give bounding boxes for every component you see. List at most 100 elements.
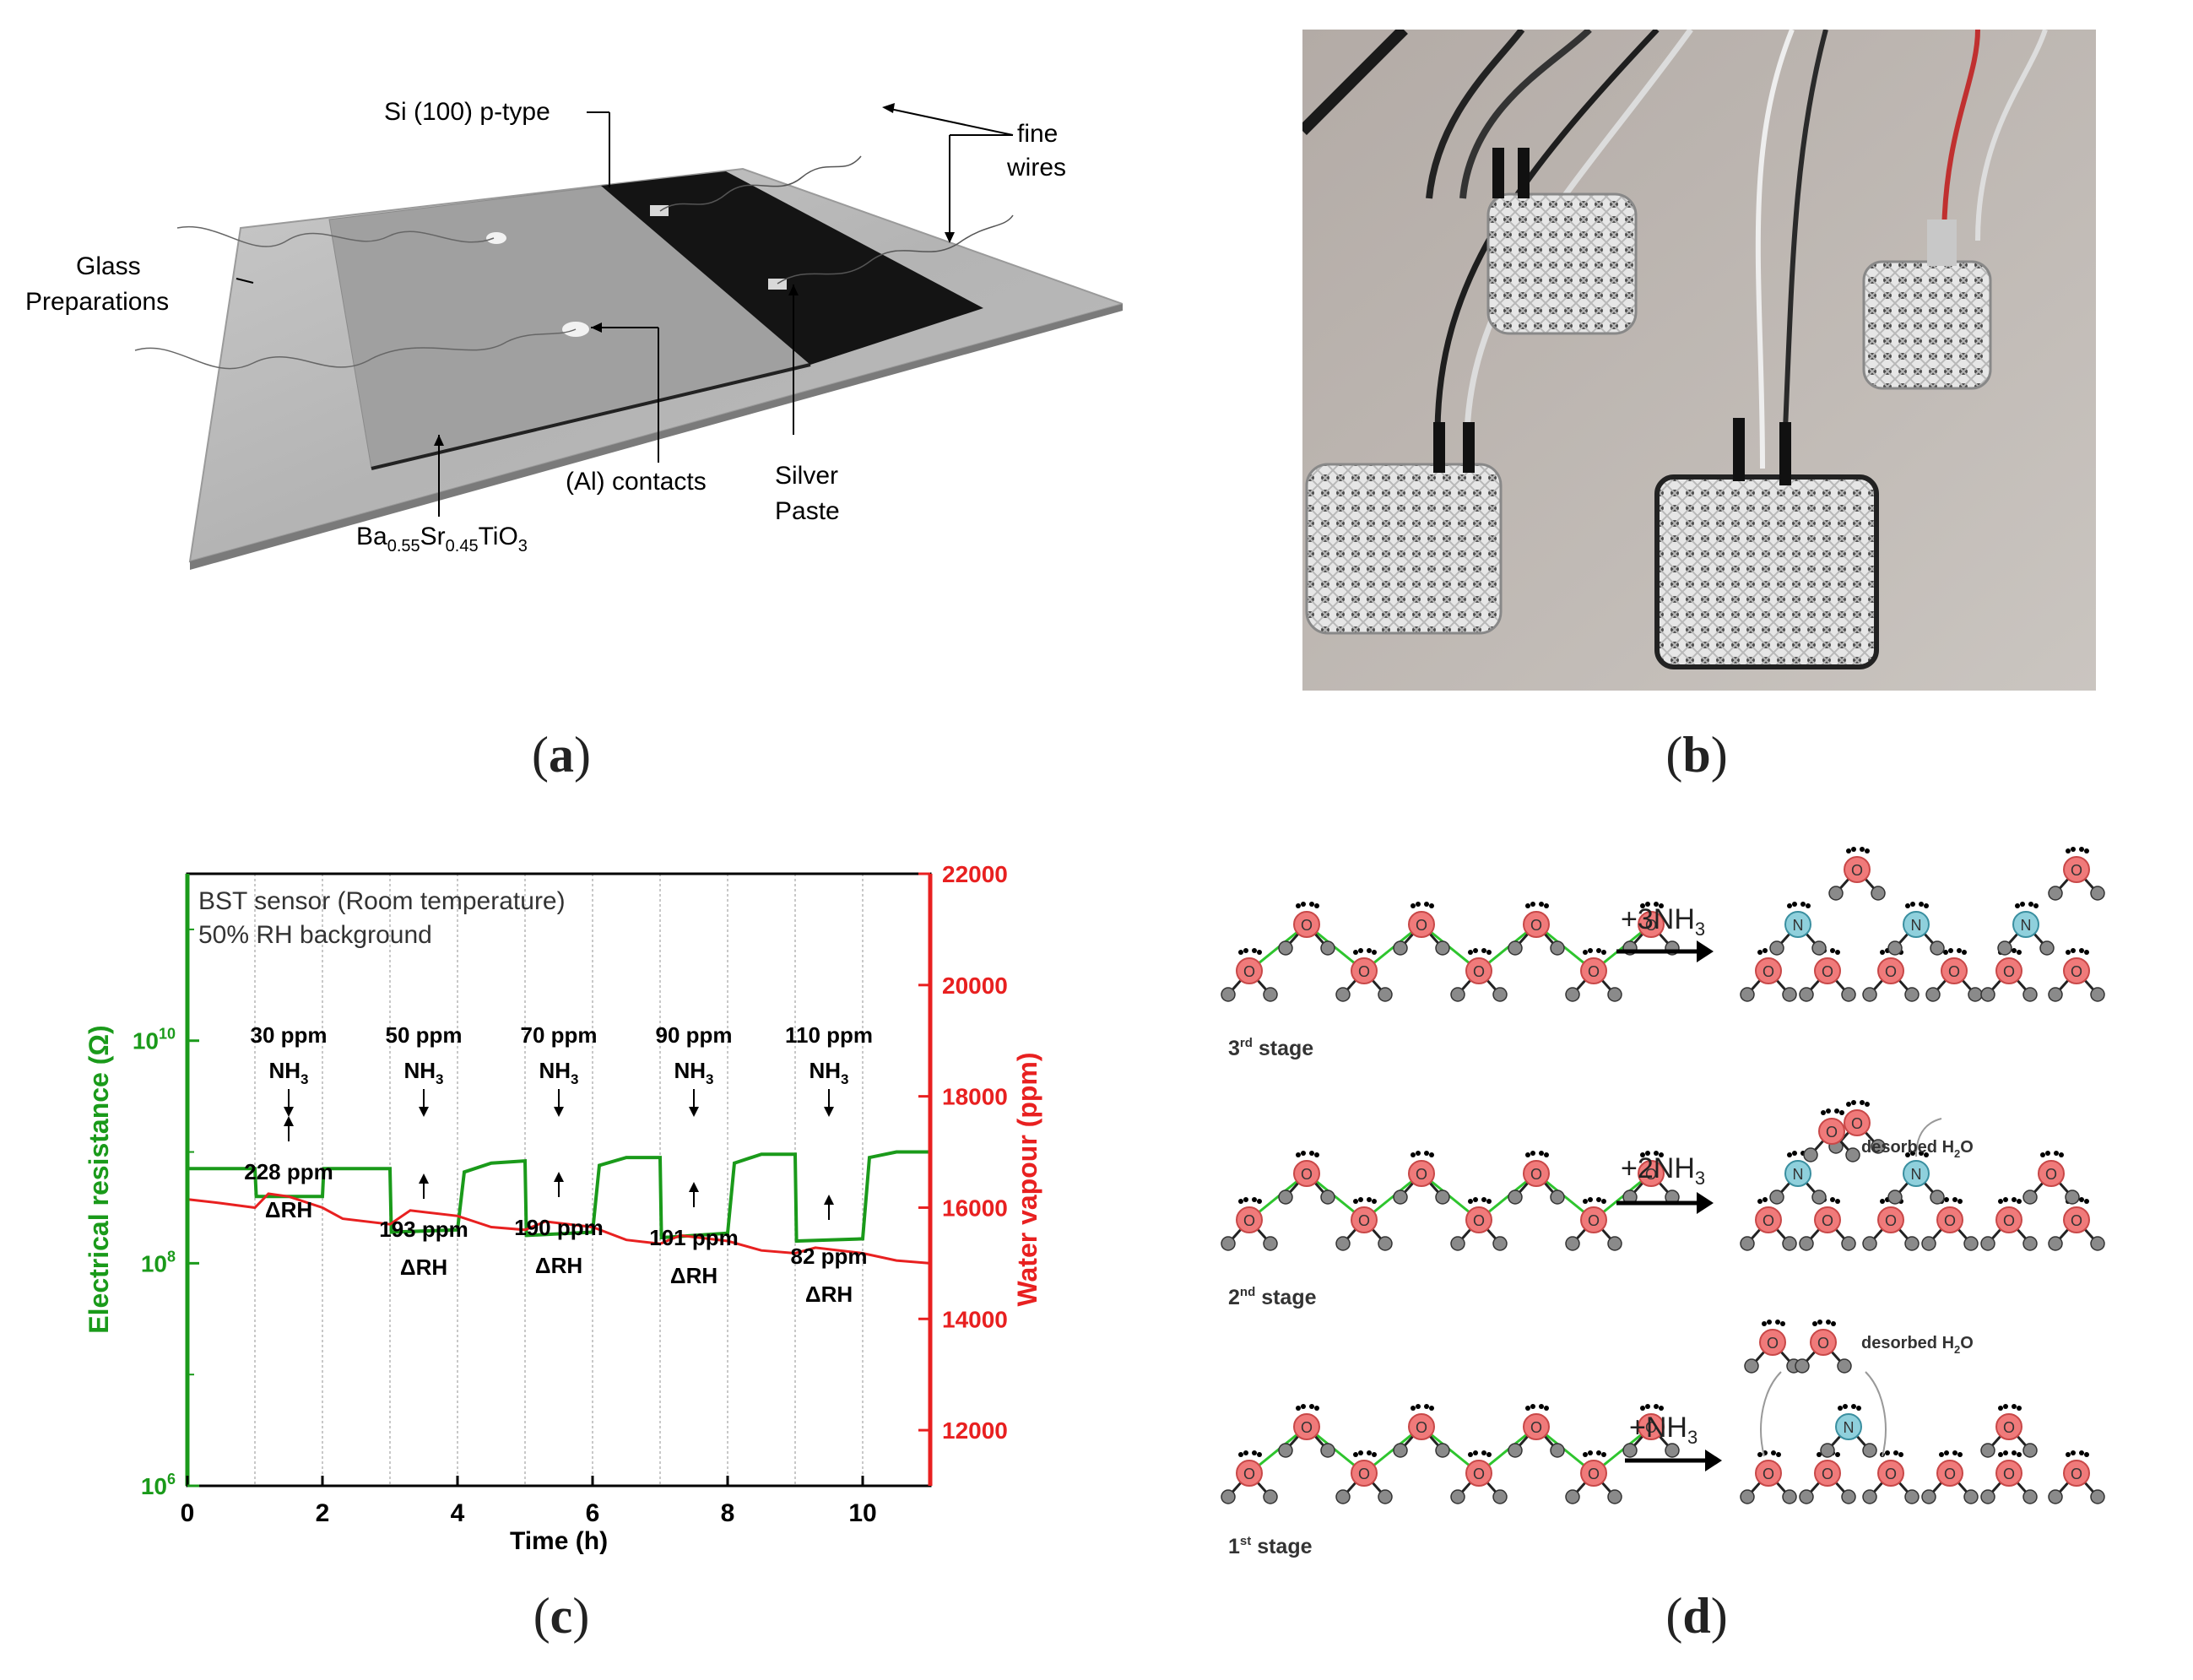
lone-pair-dot: [1429, 903, 1434, 908]
x-axis-label: Time (h): [510, 1527, 608, 1555]
lone-pair-dot: [1372, 1452, 1377, 1457]
lone-pair-dot: [1645, 1404, 1650, 1409]
lone-pair-dot: [1424, 1404, 1429, 1409]
hydrogen-atom: [1904, 1489, 1920, 1504]
hydrogen-atom: [1803, 1147, 1818, 1162]
lone-pair-dot: [1839, 1110, 1844, 1115]
arrow-head: [788, 285, 799, 295]
water-molecule: [1351, 1206, 1378, 1233]
hydrogen-atom: [1278, 940, 1293, 956]
nh3-arrow-head: [284, 1107, 294, 1117]
lone-pair-dot: [1353, 1199, 1358, 1204]
lone-pair-dot: [1544, 1152, 1549, 1157]
water-molecule: [1351, 1460, 1378, 1487]
lone-pair-dot: [1826, 1108, 1831, 1114]
hydrogen-atom: [2048, 886, 2063, 901]
lone-pair-dot: [1525, 903, 1530, 908]
desorbed-water-molecule: [1810, 1329, 1837, 1356]
lone-pair-dot: [2059, 1152, 2064, 1157]
lone-pair-dot: [2017, 1199, 2022, 1204]
water-molecule: [2063, 1206, 2090, 1233]
rh-delta-label: ΔRH: [535, 1253, 582, 1278]
lone-pair-dot: [1525, 1152, 1530, 1157]
hydrogen-atom: [1820, 1443, 1835, 1458]
water-molecule: [1877, 1460, 1904, 1487]
lone-pair-dot: [1838, 1406, 1843, 1411]
water-molecule: [1638, 911, 1665, 938]
hydrogen-atom: [1828, 886, 1844, 901]
lone-pair-dot: [1416, 1404, 1421, 1409]
atom-symbol: O: [1416, 917, 1427, 934]
silver-paste-pad: [650, 205, 669, 216]
water-molecule: [2038, 1160, 2065, 1187]
hydrogen-atom: [1435, 1190, 1450, 1205]
water-molecule: [1465, 957, 1492, 984]
atom-symbol: O: [1473, 1466, 1485, 1482]
rh-arrow-head: [284, 1116, 294, 1126]
y-left-axis-label: Electrical resistance (Ω): [84, 1025, 114, 1333]
atom-symbol: O: [1301, 1166, 1313, 1183]
lone-pair-dot: [1659, 1406, 1664, 1411]
lone-pair-dot: [1243, 1197, 1248, 1202]
nh3-gas-label: NH3: [809, 1058, 848, 1087]
hydrogen-atom: [1335, 1489, 1351, 1504]
water-molecule: [1936, 1206, 1963, 1233]
nh3-concentration-label: 110 ppm: [785, 1022, 873, 1048]
cable: [1302, 30, 1408, 135]
sensor-package: [1654, 474, 1879, 669]
hydrogen-atom: [1925, 987, 1941, 1002]
lone-pair-dot: [1486, 1199, 1492, 1204]
lone-pair-dot: [2084, 950, 2089, 955]
lone-pair-dot: [2012, 948, 2017, 953]
atom-symbol: O: [1358, 1212, 1370, 1229]
lone-pair-dot: [1596, 948, 1601, 953]
y-right-tick-label: 18000: [942, 1084, 1008, 1110]
reaction-label-3: +3NH3: [1621, 903, 1705, 940]
lone-pair-dot: [1780, 1321, 1785, 1326]
lone-pair-dot: [2012, 1450, 2017, 1455]
rh-concentration-label: 193 ppm: [379, 1217, 468, 1242]
cable: [1426, 30, 1525, 199]
si-wafer: [601, 171, 983, 365]
hydrogen-atom: [1320, 1190, 1335, 1205]
lone-pair-dot: [1905, 903, 1910, 908]
lone-pair-dot: [1659, 1152, 1664, 1157]
hydrogen-atom: [1968, 987, 1983, 1002]
connector: [1433, 422, 1445, 473]
sensor-package: [1862, 260, 1992, 390]
lone-pair-dot: [1238, 1452, 1243, 1457]
hydrogen-atom: [1221, 1236, 1236, 1251]
atom-symbol: O: [1530, 1166, 1542, 1183]
hydrogen-atom: [1278, 1190, 1293, 1205]
cable: [1755, 30, 1795, 469]
lone-pair-dot: [1358, 1450, 1363, 1455]
hydrogen-atom: [1492, 1236, 1508, 1251]
water-molecule: [1465, 1460, 1492, 1487]
label-silver: Silver: [775, 462, 838, 490]
water-molecule: [1936, 1460, 1963, 1487]
cable: [1941, 30, 1980, 241]
lone-pair-dot: [1851, 1100, 1856, 1105]
lone-pair-dot: [1830, 1197, 1835, 1202]
lone-pair-dot: [2079, 1197, 2084, 1202]
connector: [1518, 148, 1530, 198]
rh-arrow-head: [689, 1182, 699, 1192]
atom-symbol: O: [2071, 862, 2082, 879]
lone-pair-dot: [2040, 1152, 2045, 1157]
lone-pair-dot: [1367, 1450, 1372, 1455]
fine-wire: [134, 328, 577, 370]
fine-wire: [777, 214, 1014, 285]
lone-pair-dot: [2033, 903, 2039, 908]
y-right-tick-label: 22000: [942, 861, 1008, 887]
lone-pair-dot: [1411, 903, 1416, 908]
hydrogen-atom: [1450, 1489, 1465, 1504]
lone-pair-dot: [1539, 1151, 1544, 1156]
leader-line: [885, 107, 1014, 136]
stage-label-1: 1st stage: [1228, 1534, 1313, 1558]
ammonia-molecule: [1903, 911, 1930, 938]
atom-symbol: O: [1948, 963, 1960, 980]
lone-pair-dot: [1544, 1406, 1549, 1411]
hydrogen-atom: [1769, 940, 1784, 956]
hydrogen-atom: [1862, 987, 1877, 1002]
lone-pair-dot: [1314, 1152, 1319, 1157]
